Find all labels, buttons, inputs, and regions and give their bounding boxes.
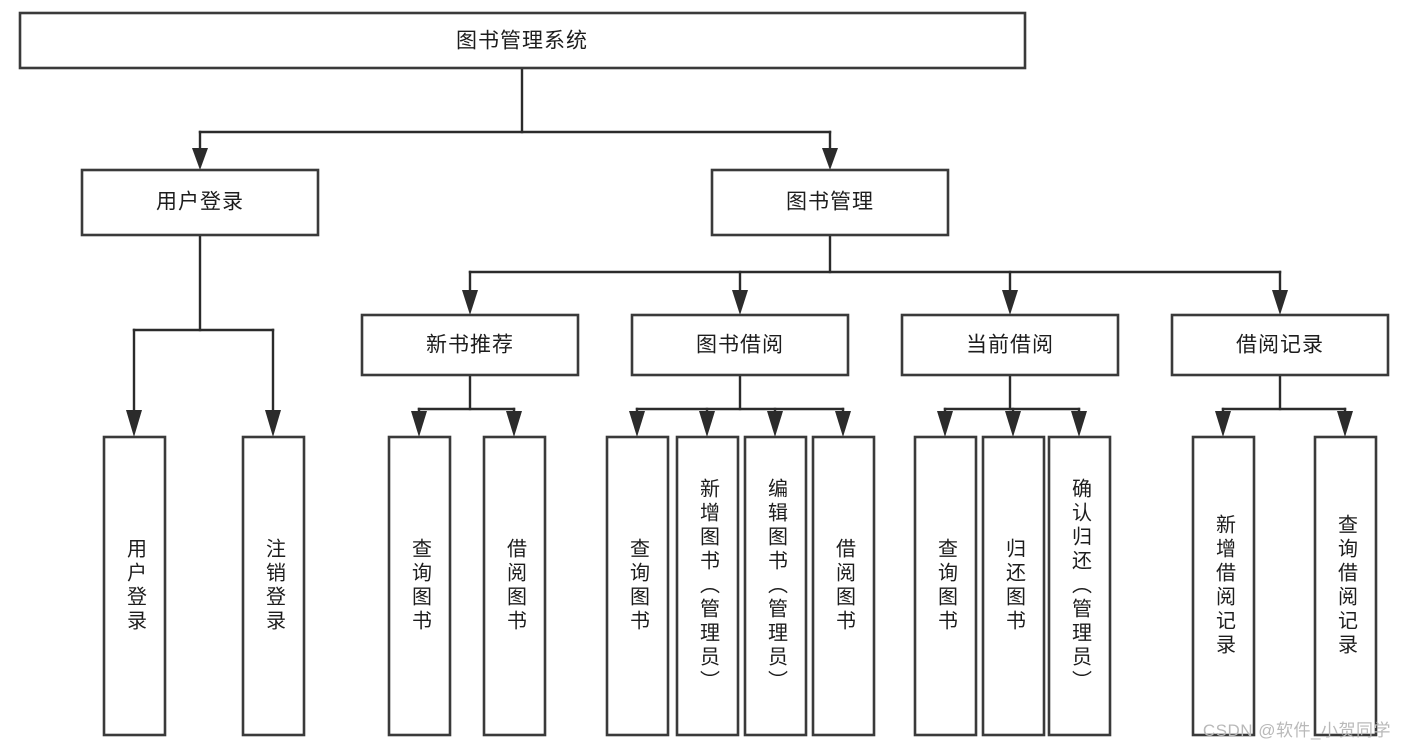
node-user-login-label: 用户登录: [156, 191, 244, 214]
node-leaf-query-book-3-box[interactable]: [913, 435, 978, 737]
node-borrow-record-box[interactable]: [1170, 313, 1390, 377]
arrow-to-leaf-confirm-return: [1071, 411, 1087, 437]
arrow-to-leaf-borrow-book-1: [506, 411, 522, 437]
arrow-to-leaf-user-login: [126, 410, 142, 437]
arrow-to-leaf-query-record: [1337, 411, 1353, 437]
node-leaf-borrow-book-1-box[interactable]: [482, 435, 547, 737]
arrow-to-bookborrow: [732, 290, 748, 315]
node-book-borrow-label: 图书借阅: [696, 334, 784, 357]
node-leaf-query-book-2-box[interactable]: [605, 435, 670, 737]
node-new-book-recommend-box[interactable]: [360, 313, 580, 377]
arrow-to-currentborrow: [1002, 290, 1018, 315]
arrow-to-book-management: [822, 148, 838, 170]
node-root-label: 图书管理系统: [456, 30, 588, 53]
node-book-management-label: 图书管理: [786, 191, 874, 214]
arrow-to-leaf-query-book-1: [411, 411, 427, 437]
node-leaf-confirm-return-box[interactable]: [1047, 435, 1112, 737]
arrow-to-leaf-edit-book: [767, 411, 783, 437]
node-borrow-record-label: 借阅记录: [1236, 334, 1324, 357]
node-leaf-logout-login-box[interactable]: [241, 435, 306, 737]
connectors: [126, 66, 1353, 437]
arrow-to-borrowrecord: [1272, 290, 1288, 315]
node-book-borrow-box[interactable]: [630, 313, 850, 377]
node-labels: 图书管理系统 用户登录 图书管理 新书推荐 图书借阅 当前借阅 借阅记录: [156, 30, 1324, 357]
node-leaf-return-book-box[interactable]: [981, 435, 1046, 737]
arrow-to-leaf-borrow-book-2: [835, 411, 851, 437]
node-leaf-edit-book-box[interactable]: [743, 435, 808, 737]
arrow-to-newbook: [462, 290, 478, 315]
node-user-login-box[interactable]: [80, 168, 320, 237]
arrow-to-user-login: [192, 148, 208, 170]
arrow-to-leaf-query-book-3: [937, 411, 953, 437]
node-leaf-borrow-book-2-box[interactable]: [811, 435, 876, 737]
node-leaf-query-book-1-box[interactable]: [387, 435, 452, 737]
arrow-to-leaf-logout-login: [265, 410, 281, 437]
node-leaf-user-login-box[interactable]: [102, 435, 167, 737]
arrow-to-leaf-query-book-2: [629, 411, 645, 437]
csdn-watermark: CSDN @软件_小贺同学: [1202, 721, 1391, 740]
node-new-book-recommend-label: 新书推荐: [426, 334, 514, 357]
node-leaf-add-record-box[interactable]: [1191, 435, 1256, 737]
node-book-management-box[interactable]: [710, 168, 950, 237]
node-current-borrow-box[interactable]: [900, 313, 1120, 377]
node-boxes: [18, 11, 1390, 737]
arrow-to-leaf-add-record: [1215, 411, 1231, 437]
node-root-box[interactable]: [18, 11, 1027, 70]
node-leaf-add-book-box[interactable]: [675, 435, 740, 737]
node-leaf-query-record-box[interactable]: [1313, 435, 1378, 737]
node-current-borrow-label: 当前借阅: [966, 334, 1054, 357]
arrow-to-leaf-add-book: [699, 411, 715, 437]
arrow-to-leaf-return-book: [1005, 411, 1021, 437]
